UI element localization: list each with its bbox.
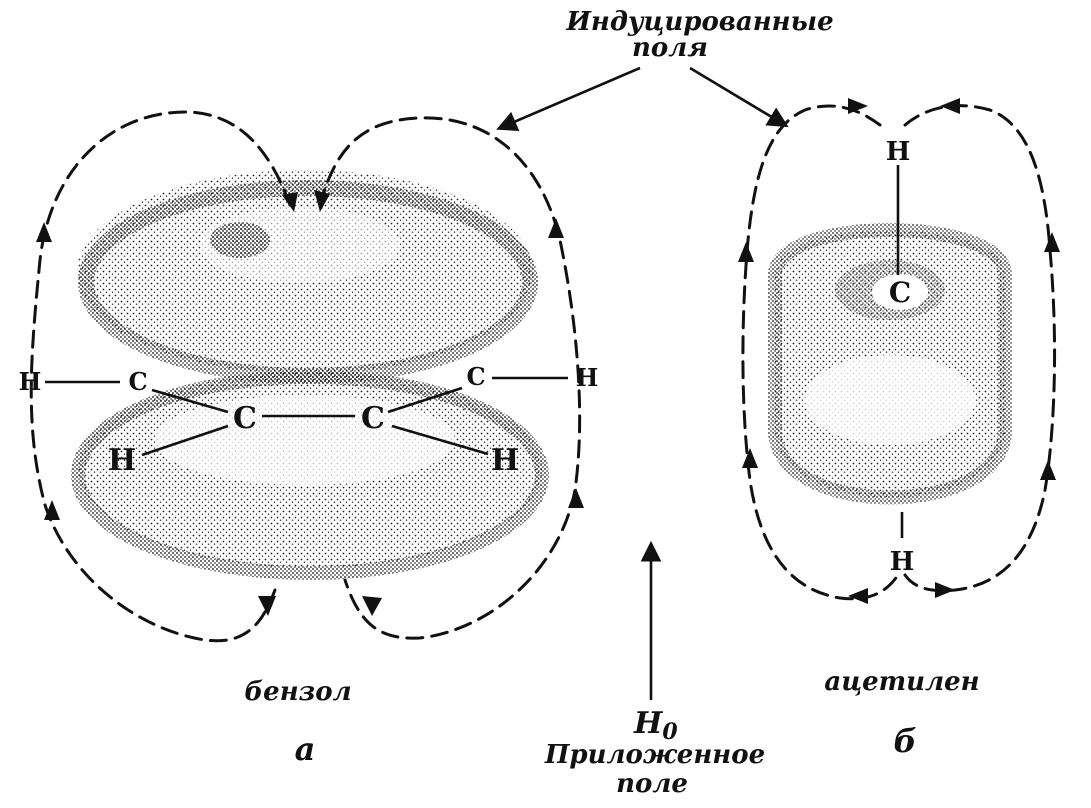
benzene-lower-torus <box>71 370 549 580</box>
induced-fields-pointer-right <box>689 66 789 128</box>
atom-c-right: C <box>466 362 485 391</box>
applied-field: H0 Приложенное поле <box>544 540 765 799</box>
arrow-down-icon <box>282 192 298 212</box>
atom-c-left: C <box>128 367 147 396</box>
applied-field-symbol: H0 <box>633 706 678 745</box>
induced-fields-label: Индуцированные поля <box>496 7 834 132</box>
acetylene-field-lines <box>741 104 1057 601</box>
arrow-left-icon <box>940 98 960 114</box>
acetylene-field-arrows <box>738 98 1060 604</box>
arrow-up-icon <box>568 488 584 508</box>
arrow-up-icon <box>548 218 564 238</box>
atom-h-lower-right: H <box>491 443 519 478</box>
applied-field-line2: поле <box>616 769 688 799</box>
applied-field-line1: Приложенное <box>544 740 765 770</box>
benzene-panel-letter: а <box>295 730 316 768</box>
benzene-group: H C C C C H H H <box>19 110 599 643</box>
atom-c-mid-left: C <box>233 401 257 436</box>
benzene-atoms: H C C C C H H H <box>19 362 599 478</box>
acetylene-panel-letter: б <box>893 722 916 760</box>
atom-c-acetylene: C <box>889 276 911 309</box>
acetylene-group: H C H <box>738 98 1060 604</box>
arrow-up-icon <box>738 242 754 262</box>
induced-fields-line1: Индуцированные <box>565 7 833 37</box>
atom-h-right: H <box>576 363 599 392</box>
arrow-up-icon <box>36 222 52 242</box>
acetylene-bonds <box>896 165 904 538</box>
atom-h-top: H <box>886 137 911 167</box>
arrow-up-icon <box>1040 460 1056 480</box>
atom-h-bottom: H <box>890 547 915 577</box>
atom-h-lower-left: H <box>108 443 136 478</box>
benzene-bonds <box>45 376 568 457</box>
benzene-upper-torus <box>77 170 538 384</box>
arrow-right-icon <box>935 582 955 598</box>
arrow-right-icon <box>848 98 868 114</box>
arrow-up-icon <box>1044 232 1060 252</box>
arrow-down-icon <box>258 596 276 616</box>
atom-c-mid-right: C <box>361 401 385 436</box>
acetylene-cylinder <box>768 223 1012 505</box>
benzene-caption: бензол <box>244 677 351 707</box>
arrow-down-icon <box>314 190 330 212</box>
acetylene-caption: ацетилен <box>824 667 979 697</box>
induced-fields-line2: поля <box>632 33 708 63</box>
acetylene-atoms: H C H <box>886 137 915 577</box>
arrow-up-icon <box>742 448 758 468</box>
benzene-field-lines <box>29 110 582 643</box>
arrow-down-icon <box>362 596 382 616</box>
arrow-up-icon <box>44 500 60 520</box>
induced-fields-pointer-left <box>496 66 641 132</box>
benzene-field-arrows <box>36 190 584 616</box>
captions: бензол а ацетилен б <box>244 667 979 768</box>
arrow-left-icon <box>848 588 868 604</box>
